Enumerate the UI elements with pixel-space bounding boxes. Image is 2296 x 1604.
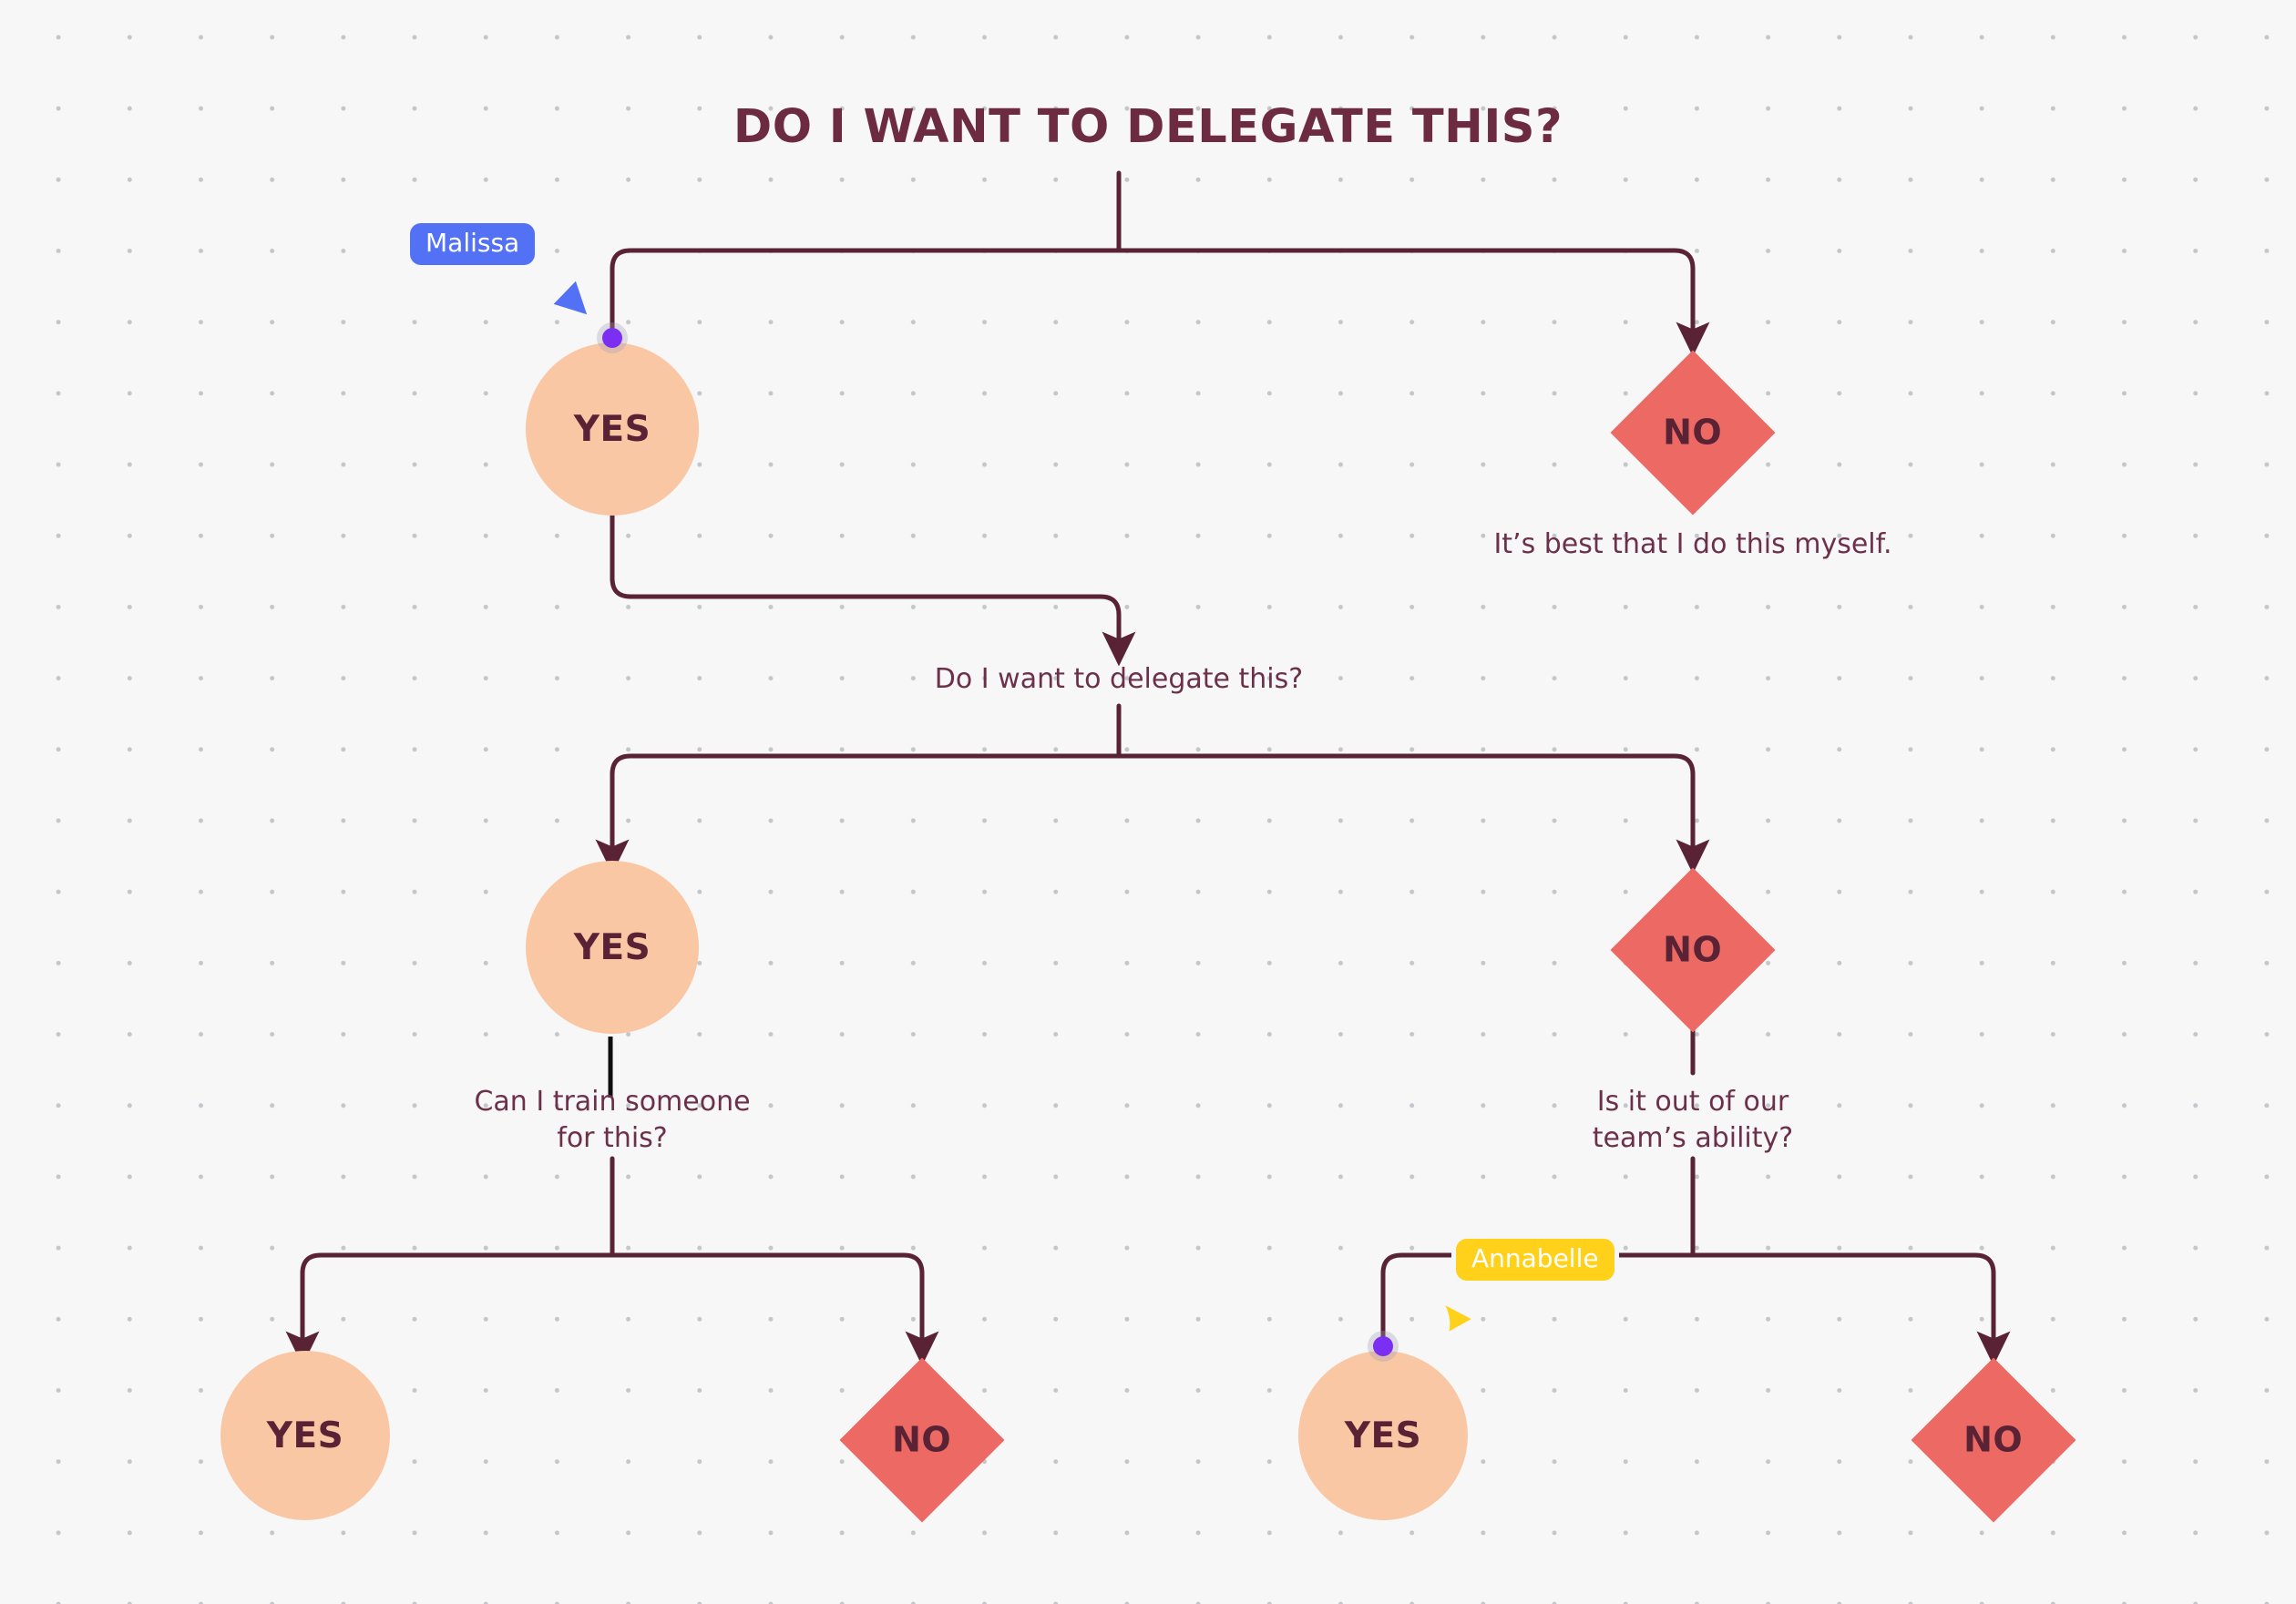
node-yes-2[interactable]: YES xyxy=(526,861,699,1034)
cursor-label-annabelle: Annabelle xyxy=(1456,1239,1614,1281)
wire-l2-left xyxy=(595,753,1122,874)
page-title: DO I WANT TO DELEGATE THIS? xyxy=(733,100,1563,154)
node-label: NO xyxy=(1963,1419,2024,1460)
node-label: NO xyxy=(1663,412,1723,453)
caption-right-question: Is it out of our team’s ability? xyxy=(1592,1086,1794,1154)
node-no-1[interactable]: NO xyxy=(1610,350,1776,516)
connector-endpoint-dot-yes-1[interactable] xyxy=(602,328,622,348)
node-label: YES xyxy=(266,1415,344,1456)
node-label: YES xyxy=(573,408,651,450)
cursor-pointer-icon xyxy=(547,274,593,321)
caption-left-question: Can I train someone for this? xyxy=(474,1086,751,1154)
node-no-2[interactable]: NO xyxy=(1610,867,1776,1033)
cursor-pointer-icon xyxy=(1435,1296,1479,1339)
cursor-label-malissa: Malissa xyxy=(410,223,536,265)
node-no-4[interactable]: NO xyxy=(1911,1357,2076,1523)
node-yes-1[interactable]: YES xyxy=(526,342,699,516)
wire-l3-left xyxy=(285,1252,615,1366)
caption-no-1: It’s best that I do this myself. xyxy=(1493,528,1892,560)
node-label: YES xyxy=(1344,1415,1422,1456)
wire-l3-right-right xyxy=(1690,1252,2011,1366)
wire-l1-left xyxy=(610,248,1122,331)
node-no-3[interactable]: NO xyxy=(839,1357,1005,1523)
node-label: NO xyxy=(1663,929,1723,970)
wire-l3-right xyxy=(610,1252,939,1366)
node-label: NO xyxy=(892,1419,952,1460)
node-label: YES xyxy=(573,926,651,968)
node-yes-4[interactable]: YES xyxy=(1298,1351,1468,1520)
caption-level-2-question: Do I want to delegate this? xyxy=(934,663,1304,695)
connector-endpoint-dot-yes-4[interactable] xyxy=(1373,1336,1393,1356)
wire-l2-right xyxy=(1116,753,1710,874)
wire-l1-right xyxy=(1116,248,1710,357)
node-yes-3[interactable]: YES xyxy=(220,1351,390,1520)
wire-yes1-to-q2 xyxy=(610,494,1136,667)
